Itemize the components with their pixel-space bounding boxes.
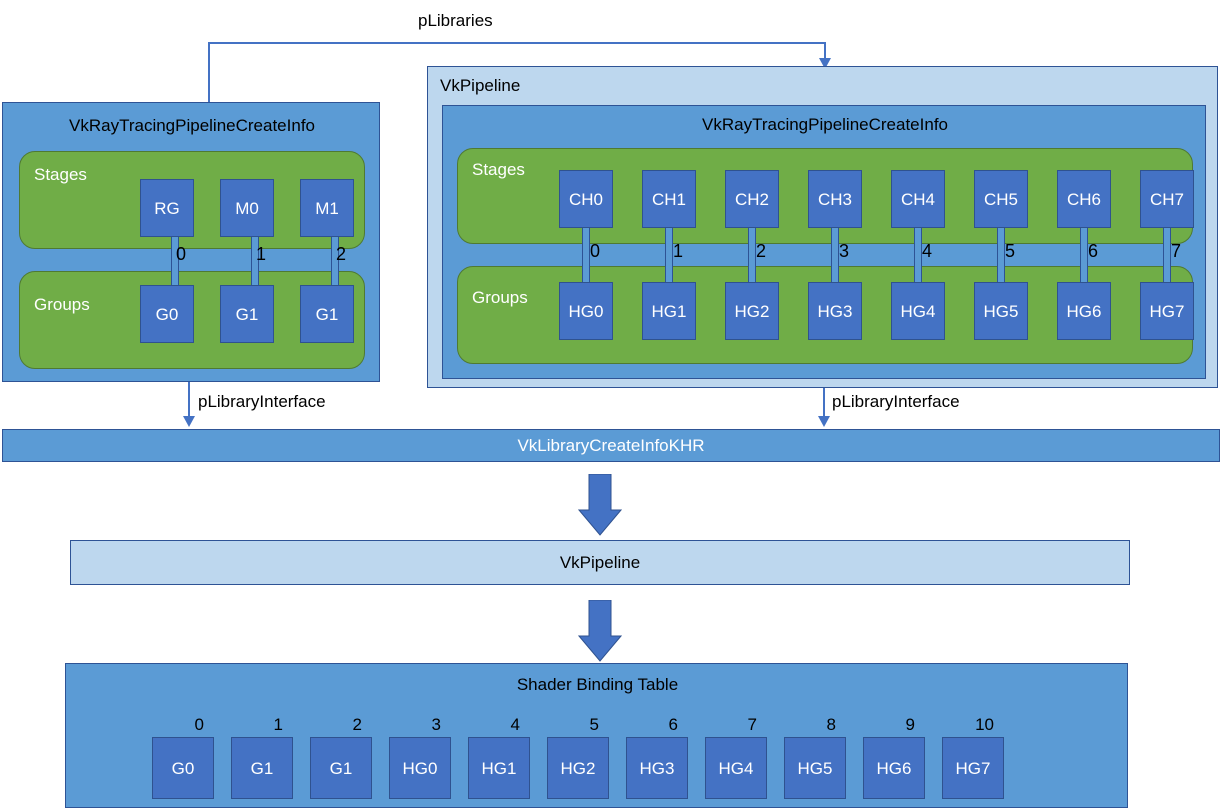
right-index-label-5: 5 bbox=[1005, 241, 1016, 261]
right-group-box-0: HG0 bbox=[559, 282, 613, 340]
plibraryinterface-left-arrowhead-icon bbox=[183, 416, 195, 427]
sbt-entry-4: HG1 bbox=[468, 737, 530, 799]
left-index-label-0: 0 bbox=[175, 244, 186, 264]
edge-label-plibraryinterface-left: pLibraryInterface bbox=[198, 392, 326, 411]
right-group-box-1: HG1 bbox=[642, 282, 696, 340]
right-connector-6 bbox=[1080, 228, 1088, 290]
sbt-entry-5: HG2 bbox=[547, 737, 609, 799]
right-stage-box-6: CH6 bbox=[1057, 170, 1111, 228]
sbt-entry-8: HG5 bbox=[784, 737, 846, 799]
left-index-label-1: 1 bbox=[255, 244, 266, 264]
sbt-index-label-1: 1 bbox=[273, 715, 283, 734]
left-create-info-panel: VkRayTracingPipelineCreateInfo Stages Gr… bbox=[2, 102, 380, 382]
shader-binding-table-title: Shader Binding Table bbox=[516, 675, 679, 694]
sbt-index-label-9: 9 bbox=[905, 715, 915, 734]
right-connector-3 bbox=[831, 228, 839, 290]
plibraryinterface-right-line bbox=[823, 388, 825, 418]
left-stage-box-1: M0 bbox=[220, 179, 274, 237]
right-pipeline-wrapper-label: VkPipeline bbox=[440, 76, 521, 95]
right-index-label-1: 1 bbox=[673, 241, 684, 261]
sbt-entry-7: HG4 bbox=[705, 737, 767, 799]
right-group-box-7: HG7 bbox=[1140, 282, 1194, 340]
right-group-box-6: HG6 bbox=[1057, 282, 1111, 340]
plibraryinterface-right-arrowhead-icon bbox=[818, 416, 830, 427]
left-connector-1 bbox=[251, 231, 259, 291]
right-stage-box-1: CH1 bbox=[642, 170, 696, 228]
right-connector-0 bbox=[582, 228, 590, 290]
edge-label-plibraries: pLibraries bbox=[418, 11, 493, 30]
left-group-box-2: G1 bbox=[300, 285, 354, 343]
right-stages-label: Stages bbox=[472, 160, 525, 179]
right-stage-box-3: CH3 bbox=[808, 170, 862, 228]
plibraries-arrowhead-icon bbox=[819, 58, 831, 69]
right-groups-label: Groups bbox=[472, 288, 528, 307]
sbt-index-label-10: 10 bbox=[975, 715, 994, 734]
right-index-label-4: 4 bbox=[922, 241, 933, 261]
right-index-label-0: 0 bbox=[590, 241, 601, 261]
right-index-label-2: 2 bbox=[756, 241, 767, 261]
right-create-info-panel: VkRayTracingPipelineCreateInfo Stages Gr… bbox=[442, 105, 1206, 379]
plibraries-line-vertical-right bbox=[824, 42, 826, 60]
vklibrarycreateinfokhr-bar: VkLibraryCreateInfoKHR bbox=[2, 429, 1220, 462]
right-group-box-2: HG2 bbox=[725, 282, 779, 340]
sbt-index-label-2: 2 bbox=[352, 715, 362, 734]
right-connector-1 bbox=[665, 228, 673, 290]
sbt-index-label-6: 6 bbox=[668, 715, 678, 734]
vklibrarycreateinfokhr-label: VkLibraryCreateInfoKHR bbox=[517, 436, 705, 455]
vkpipeline-bar-label: VkPipeline bbox=[559, 553, 641, 572]
sbt-entry-2: G1 bbox=[310, 737, 372, 799]
sbt-entry-3: HG0 bbox=[389, 737, 451, 799]
sbt-index-label-4: 4 bbox=[510, 715, 520, 734]
sbt-index-label-7: 7 bbox=[747, 715, 757, 734]
right-stage-box-7: CH7 bbox=[1140, 170, 1194, 228]
right-group-box-3: HG3 bbox=[808, 282, 862, 340]
sbt-entry-6: HG3 bbox=[626, 737, 688, 799]
left-stage-box-2: M1 bbox=[300, 179, 354, 237]
block-arrow-down-icon-1 bbox=[578, 474, 622, 536]
edge-label-plibraryinterface-right: pLibraryInterface bbox=[832, 392, 960, 411]
right-connector-4 bbox=[914, 228, 922, 290]
sbt-index-label-8: 8 bbox=[826, 715, 836, 734]
plibraries-line-horizontal bbox=[208, 42, 826, 44]
right-group-box-4: HG4 bbox=[891, 282, 945, 340]
sbt-entry-1: G1 bbox=[231, 737, 293, 799]
plibraryinterface-left-line bbox=[188, 382, 190, 418]
right-create-info-title: VkRayTracingPipelineCreateInfo bbox=[702, 115, 948, 134]
right-connector-5 bbox=[997, 228, 1005, 290]
right-stage-box-0: CH0 bbox=[559, 170, 613, 228]
right-stage-box-2: CH2 bbox=[725, 170, 779, 228]
right-connector-2 bbox=[748, 228, 756, 290]
vkpipeline-bar: VkPipeline bbox=[70, 540, 1130, 585]
right-pipeline-wrapper: VkPipeline VkRayTracingPipelineCreateInf… bbox=[427, 66, 1218, 388]
left-connector-2 bbox=[331, 231, 339, 291]
left-stage-box-0: RG bbox=[140, 179, 194, 237]
left-groups-label: Groups bbox=[34, 295, 90, 314]
left-group-box-1: G1 bbox=[220, 285, 274, 343]
block-arrow-down-icon-2 bbox=[578, 600, 622, 662]
sbt-entry-0: G0 bbox=[152, 737, 214, 799]
sbt-index-label-3: 3 bbox=[431, 715, 441, 734]
left-create-info-title: VkRayTracingPipelineCreateInfo bbox=[69, 116, 315, 135]
right-index-label-7: 7 bbox=[1171, 241, 1182, 261]
left-connector-0 bbox=[171, 231, 179, 291]
right-index-label-6: 6 bbox=[1088, 241, 1099, 261]
right-stage-box-5: CH5 bbox=[974, 170, 1028, 228]
right-connector-7 bbox=[1163, 228, 1171, 290]
sbt-index-label-0: 0 bbox=[194, 715, 204, 734]
right-stage-box-4: CH4 bbox=[891, 170, 945, 228]
right-group-box-5: HG5 bbox=[974, 282, 1028, 340]
right-index-label-3: 3 bbox=[839, 241, 850, 261]
left-stages-label: Stages bbox=[34, 165, 87, 184]
sbt-entry-9: HG6 bbox=[863, 737, 925, 799]
left-group-box-0: G0 bbox=[140, 285, 194, 343]
left-index-label-2: 2 bbox=[335, 244, 346, 264]
sbt-entry-10: HG7 bbox=[942, 737, 1004, 799]
plibraries-line-vertical-left bbox=[208, 42, 210, 104]
sbt-index-label-5: 5 bbox=[589, 715, 599, 734]
